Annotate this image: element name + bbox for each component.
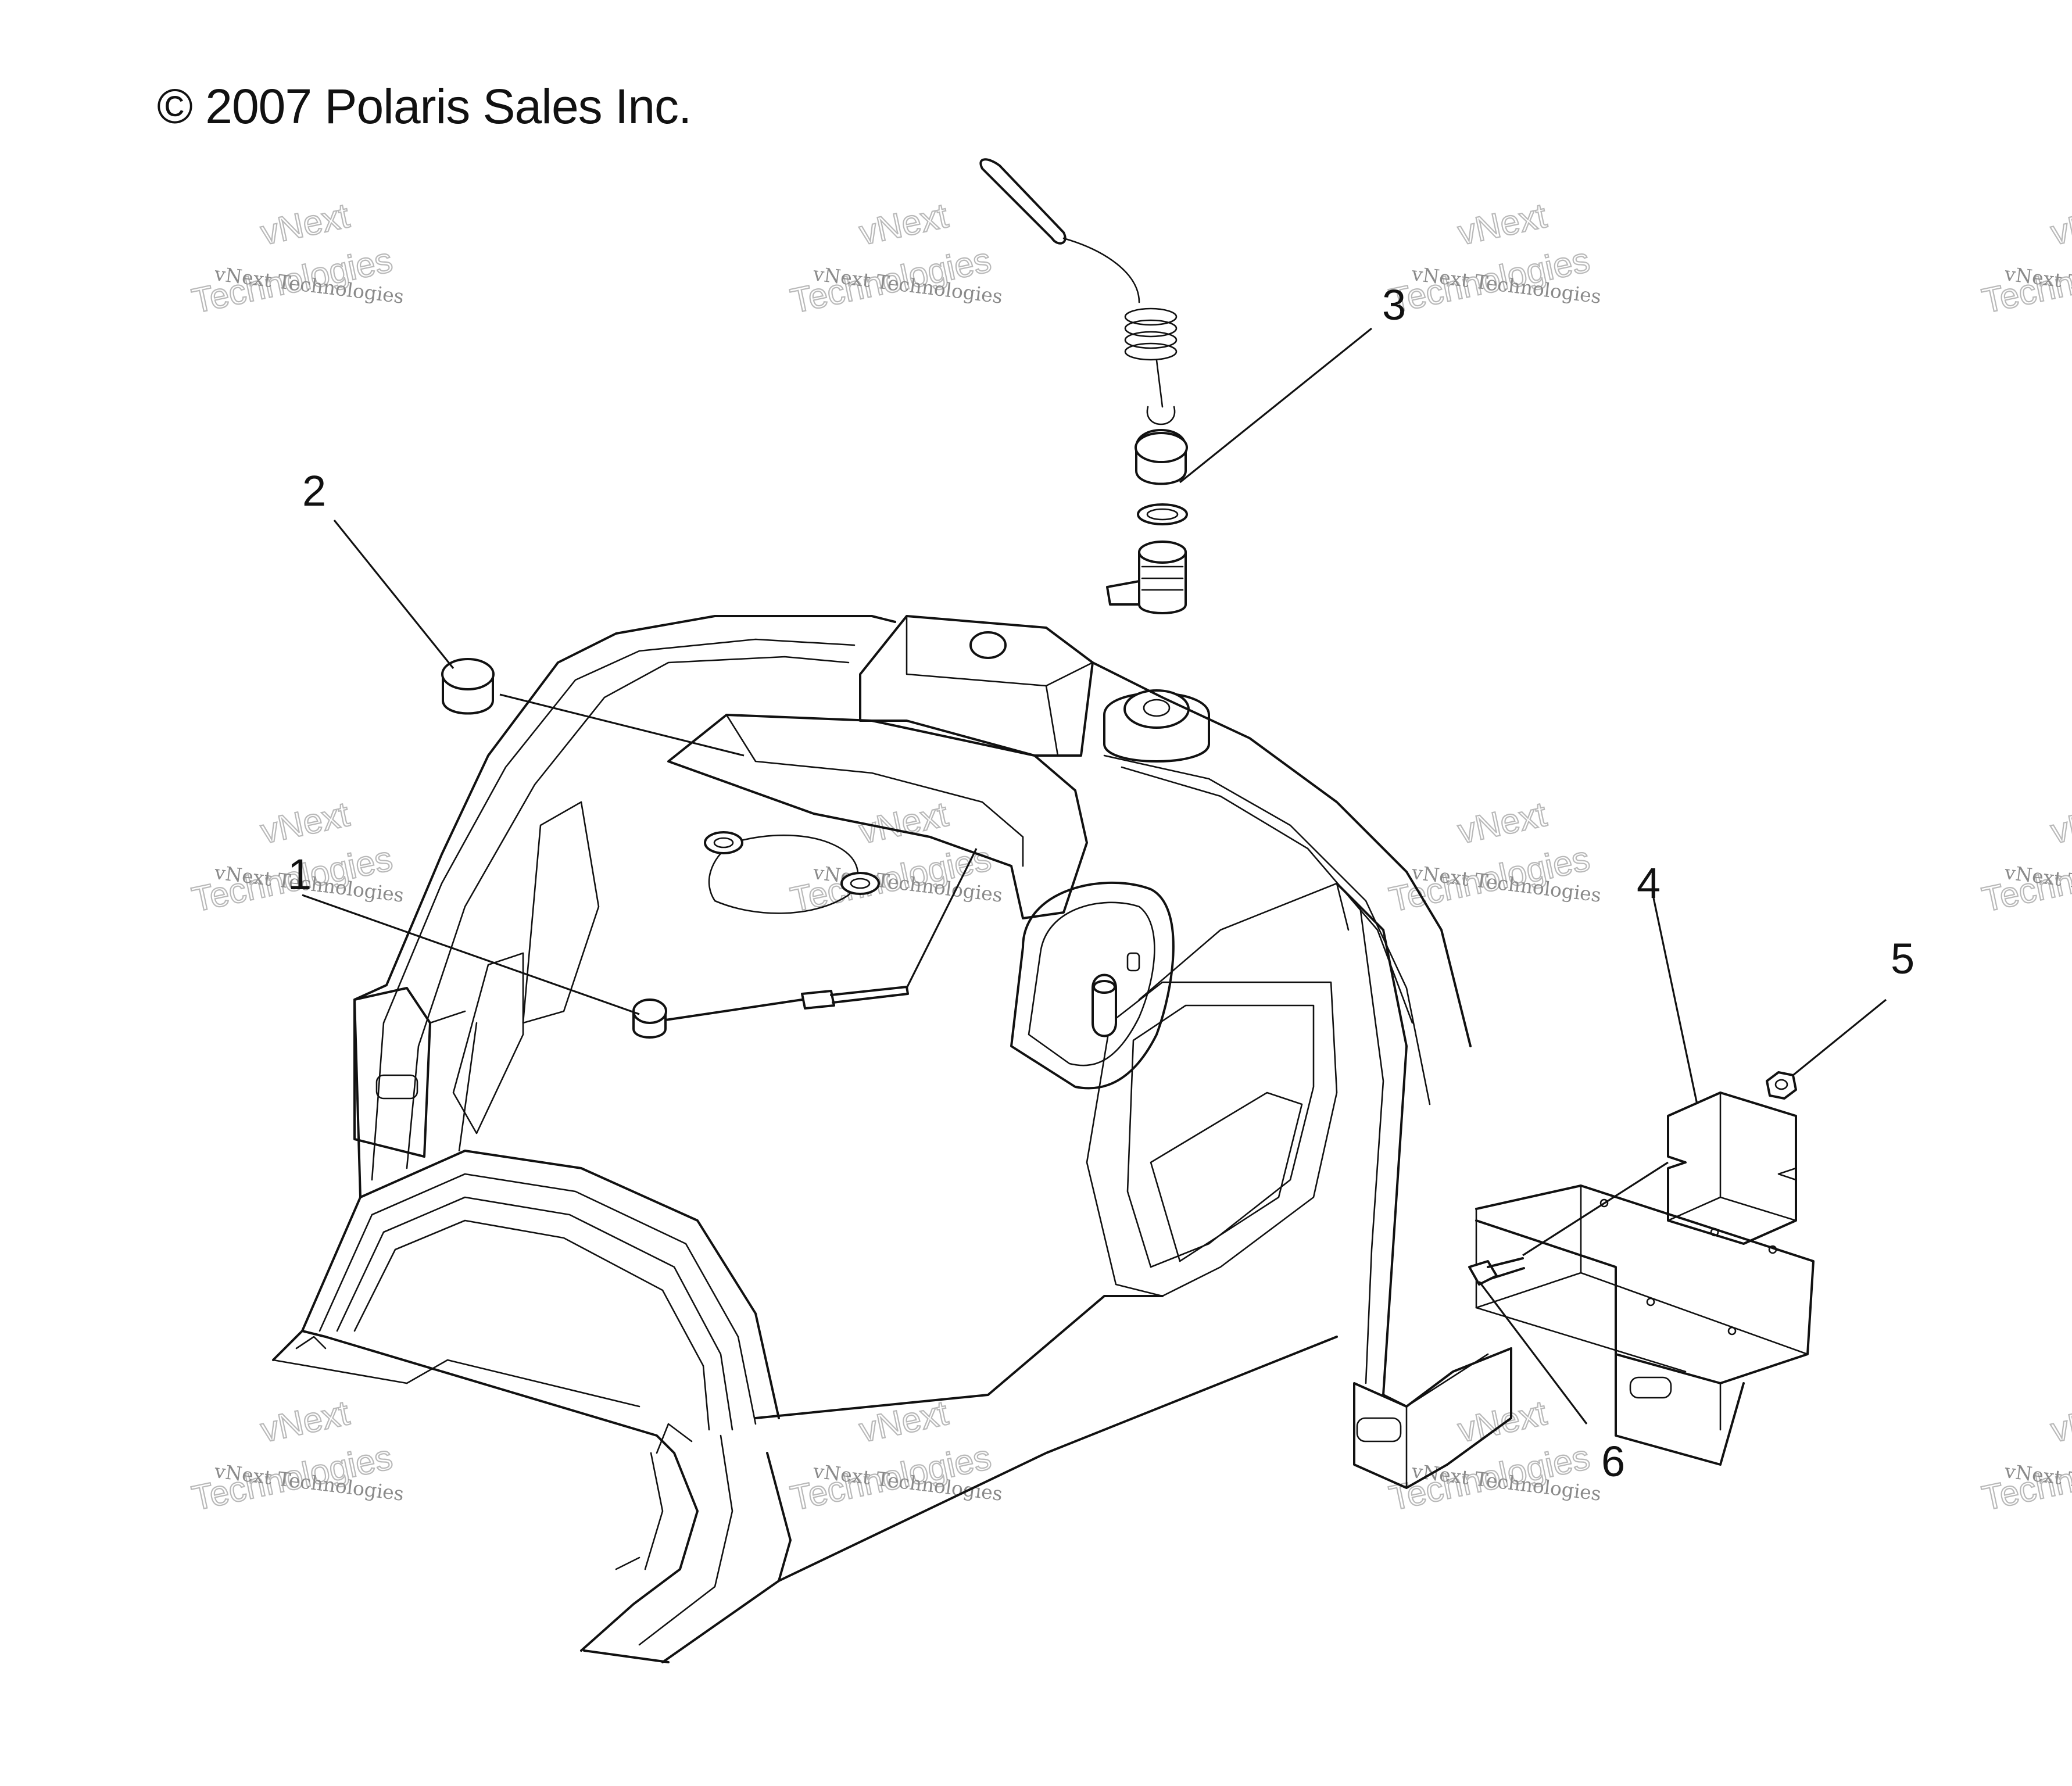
leader-lines [302,327,1887,1424]
callout-3: 3 [1382,281,1406,329]
leader-6 [1478,1281,1588,1424]
leader-4 [1652,897,1698,1105]
callout-6: 6 [1601,1437,1625,1486]
watermark-big-line1: vNext [2048,794,2072,851]
callout-5: 5 [1891,935,1914,983]
hull-body [272,615,1512,1663]
mounting-bracket [1475,1184,1815,1466]
watermark-big-line1: vNext [2048,1393,2072,1449]
part-3-cap-and-cord [979,158,1188,614]
watermark-big-line1: vNext [257,196,353,252]
watermark-big-line1: vNext [257,1393,353,1449]
leader-2b [499,693,745,757]
callout-4: 4 [1637,859,1661,907]
part-5-nut [1766,1071,1797,1100]
leader-5 [1792,998,1887,1076]
part-1-gauge-rod [632,986,909,1039]
leader-1 [302,894,640,1015]
leader-3 [1179,327,1373,484]
leader-4b [1522,1161,1669,1257]
leader-2 [333,519,455,670]
part-2-plug [441,658,495,715]
callout-2: 2 [302,467,326,515]
watermark-big-line1: vNext [856,794,951,851]
callout-numbers: 1 2 3 4 5 6 [288,281,1914,1486]
watermark-big-line1: vNext [856,1393,951,1449]
watermark-big-line1: vNext [856,196,951,252]
leader-1b [906,848,978,989]
copyright-notice: © 2007 Polaris Sales Inc. [157,79,692,134]
watermark-big-line1: vNext [1455,1393,1550,1449]
watermark-big-line1: vNext [1455,196,1550,252]
part-4-bracket-block [1667,1091,1797,1245]
watermark-big-line1: vNext [2048,196,2072,252]
part-6-bolt [1468,1257,1525,1286]
callout-1: 1 [288,850,312,899]
watermark-big-line1: vNext [1455,794,1550,851]
watermark-big-line1: vNext [257,794,353,851]
